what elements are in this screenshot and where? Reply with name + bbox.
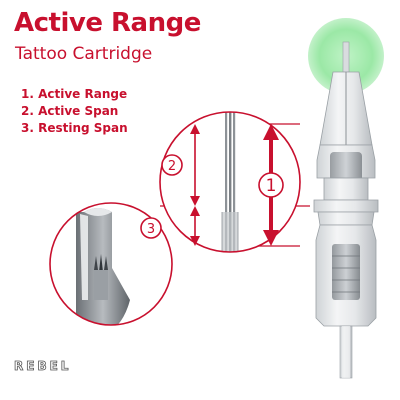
marker-2: 2 [161, 154, 183, 176]
legend-item-resting-span: 3. Resting Span [21, 121, 128, 135]
marker-2-label: 2 [168, 159, 176, 174]
cartridge-body [313, 41, 379, 379]
marker-1-label: 1 [266, 176, 277, 196]
page-title: Active Range [14, 8, 201, 38]
magnifier-resting-span [49, 202, 173, 326]
legend-item-active-span: 2. Active Span [21, 104, 119, 118]
brand-logo: REBEL [14, 359, 72, 374]
legend-item-active-range: 1. Active Range [21, 87, 128, 101]
legend-list: 1. Active Range 2. Active Span 3. Restin… [21, 86, 128, 137]
marker-3-label: 3 [147, 222, 155, 237]
page-subtitle: Tattoo Cartridge [15, 44, 153, 64]
marker-1: 1 [258, 172, 284, 198]
marker-3: 3 [140, 217, 162, 239]
